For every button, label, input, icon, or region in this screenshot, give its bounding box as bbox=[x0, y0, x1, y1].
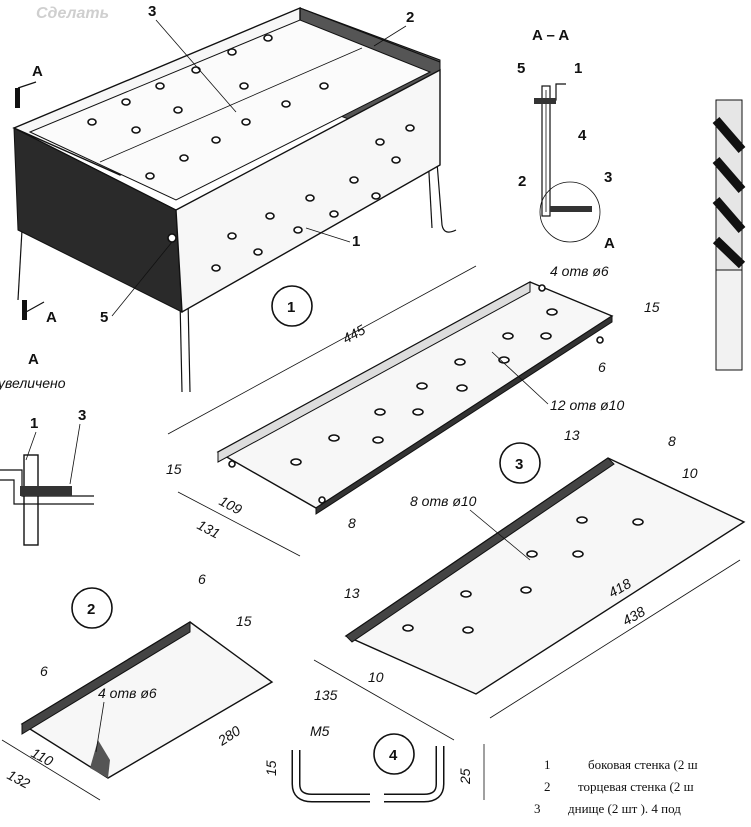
part-3-number: 3 bbox=[515, 456, 523, 473]
part-4-marker bbox=[373, 733, 415, 775]
side-wall-front bbox=[175, 68, 441, 314]
part-3-holes bbox=[402, 516, 644, 634]
bottom-holes bbox=[87, 34, 329, 180]
dim-445: 445 bbox=[340, 321, 368, 346]
dim-15-c: 15 bbox=[236, 613, 252, 629]
dim-10-b: 10 bbox=[368, 669, 384, 685]
sec-callout-5: 5 bbox=[517, 60, 525, 77]
part-1-side-wall: 1 445 4 отв ø6 15 6 12 отв ø10 15 109 13… bbox=[166, 263, 660, 557]
detail-circle bbox=[539, 181, 601, 243]
dim-15-a: 15 bbox=[644, 299, 660, 315]
dim-8-a: 8 bbox=[348, 515, 356, 531]
legend-text-1: боковая стенка (2 ш bbox=[588, 757, 698, 772]
dim-110: 110 bbox=[29, 745, 56, 770]
sec-callout-4: 4 bbox=[578, 127, 587, 144]
brazier-assembly-view: 3 2 1 5 A A bbox=[12, 3, 457, 393]
callout-5: 5 bbox=[100, 309, 108, 326]
section-mark-bottom: A bbox=[46, 309, 57, 326]
side-wall-holes bbox=[211, 124, 415, 272]
legend-num-1: 1 bbox=[544, 757, 551, 772]
part-3-bottom: 3 13 8 10 8 отв ø10 418 438 13 10 135 bbox=[313, 427, 746, 741]
dim-109: 109 bbox=[217, 493, 245, 518]
part-2-marker bbox=[71, 587, 113, 629]
dim-15-d: 15 bbox=[263, 760, 279, 776]
parts-legend: 1 боковая стенка (2 ш 2 торцевая стенка … bbox=[534, 757, 698, 816]
dim-13-a: 13 bbox=[564, 427, 580, 443]
dim-10-a: 10 bbox=[682, 465, 698, 481]
drill-bit bbox=[712, 99, 746, 371]
holes-4-6-b: 4 отв ø6 bbox=[98, 685, 157, 701]
part-1-marker bbox=[271, 285, 313, 327]
part-3-marker bbox=[499, 442, 541, 484]
dim-13-b: 13 bbox=[344, 585, 360, 601]
holes-12-10: 12 отв ø10 bbox=[550, 397, 624, 413]
dim-131: 131 bbox=[195, 517, 223, 542]
sec-callout-3: 3 bbox=[604, 169, 612, 186]
section-a-a: A – A 5 1 4 2 3 A bbox=[517, 27, 615, 252]
dim-280: 280 bbox=[214, 722, 243, 749]
holes-8-10: 8 отв ø10 bbox=[410, 493, 477, 509]
dim-6-a: 6 bbox=[598, 359, 606, 375]
detail-caption: увеличено bbox=[0, 375, 66, 391]
dim-438: 438 bbox=[620, 603, 648, 629]
sec-detail-a: A bbox=[604, 235, 615, 252]
leg-right bbox=[435, 149, 457, 233]
dim-15-b: 15 bbox=[166, 461, 182, 477]
rim-left bbox=[13, 127, 177, 211]
detail-callout-3: 3 bbox=[78, 407, 86, 424]
holes-4-6-a: 4 отв ø6 bbox=[550, 263, 609, 279]
watermark: Сделать bbox=[36, 5, 109, 22]
sec-callout-2: 2 bbox=[518, 173, 526, 190]
dim-25: 25 bbox=[457, 768, 473, 785]
legend-num-3: 3 bbox=[534, 801, 541, 816]
leg-front-left-b bbox=[187, 299, 191, 393]
dim-6-b: 6 bbox=[198, 571, 206, 587]
part-2-end-wall: 2 6 15 6 4 отв ø6 280 110 132 bbox=[1, 571, 274, 801]
bolt-5 bbox=[167, 233, 177, 243]
leg-front-left bbox=[179, 299, 183, 393]
callout-3: 3 bbox=[148, 3, 156, 20]
part-4-number: 4 bbox=[389, 747, 398, 764]
section-arrow-bottom bbox=[22, 300, 27, 320]
legend-text-3: днище (2 шт ). 4 под bbox=[568, 801, 681, 816]
callout-1: 1 bbox=[352, 233, 360, 250]
leg-left-back bbox=[17, 229, 23, 301]
section-mark-top: A bbox=[32, 63, 43, 80]
legend-text-2: торцевая стенка (2 ш bbox=[578, 779, 694, 794]
dim-m5: M5 bbox=[310, 723, 330, 739]
dim-132: 132 bbox=[5, 767, 33, 792]
bottom-plate bbox=[28, 19, 432, 201]
section-arrow-top bbox=[15, 88, 20, 108]
part-4-leg: 4 M5 15 25 bbox=[263, 723, 485, 803]
dim-8-b: 8 bbox=[668, 433, 676, 449]
part-1-number: 1 bbox=[287, 299, 295, 316]
section-title: A – A bbox=[532, 27, 569, 44]
bottom-seam bbox=[99, 47, 363, 163]
detail-title: A bbox=[28, 351, 39, 368]
part-2-number: 2 bbox=[87, 601, 95, 618]
legend-num-2: 2 bbox=[544, 779, 551, 794]
detail-callout-1: 1 bbox=[30, 415, 38, 432]
dim-135: 135 bbox=[314, 687, 338, 703]
detail-a-enlarged: A увеличено 1 3 bbox=[0, 351, 94, 546]
rim-back bbox=[299, 7, 441, 63]
sec-callout-1: 1 bbox=[574, 60, 582, 77]
callout-2: 2 bbox=[406, 9, 414, 26]
dim-6-c: 6 bbox=[40, 663, 48, 679]
